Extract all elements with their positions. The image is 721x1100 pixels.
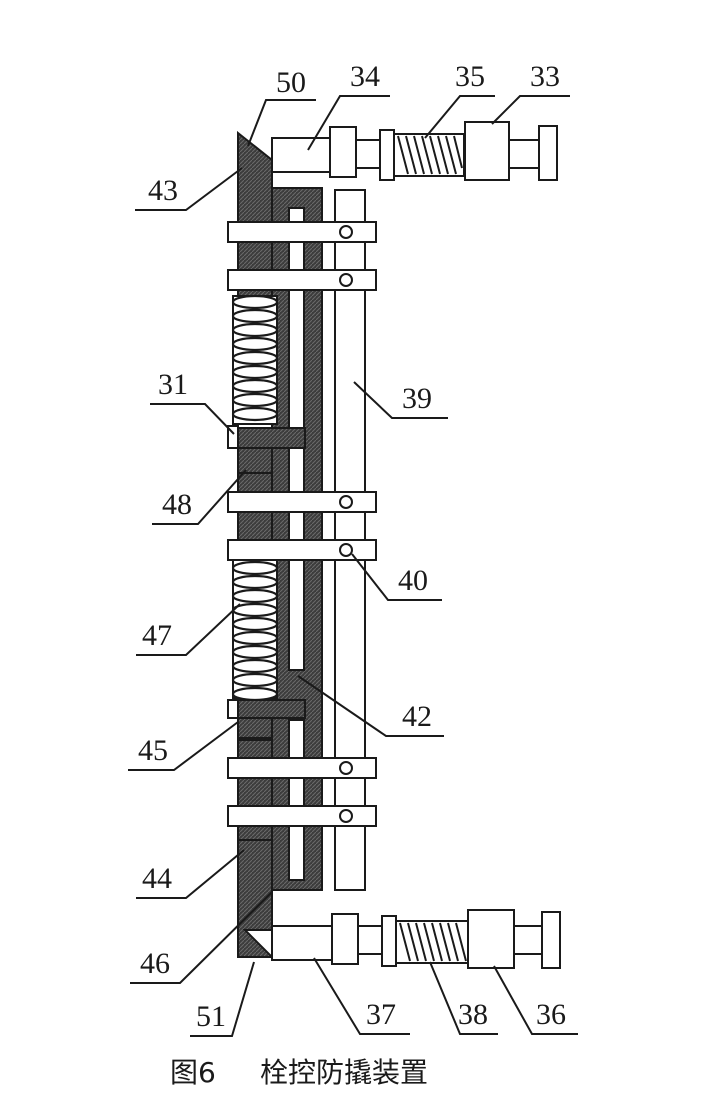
spring-47-upper-coil: [231, 294, 279, 425]
label-47: 47: [142, 619, 172, 652]
block-45: [227, 699, 306, 739]
label-36: 36: [536, 998, 566, 1031]
label-50: 50: [276, 66, 306, 99]
bracket-3: [227, 491, 377, 513]
bracket-5: [227, 757, 377, 779]
upper-spring-35: [393, 133, 465, 177]
label-35: 35: [455, 60, 485, 93]
lower-block-36: [467, 909, 561, 969]
label-48: 48: [162, 488, 192, 521]
leader-lines: [128, 95, 578, 1037]
spring-block-31: [227, 425, 306, 474]
upper-bolt-34: [271, 126, 395, 181]
label-39: 39: [402, 382, 432, 415]
bracket-4-screw-40: [227, 539, 377, 561]
label-33: 33: [530, 60, 560, 93]
lower-spring-38: [395, 920, 469, 964]
label-31: 31: [158, 368, 188, 401]
label-34: 34: [350, 60, 380, 93]
label-38: 38: [458, 998, 488, 1031]
spring-47: [231, 559, 279, 702]
figure-number: 图6: [170, 1056, 216, 1089]
bracket-2: [227, 269, 377, 291]
label-51: 51: [196, 1000, 226, 1033]
lower-bolt-37: [271, 913, 397, 967]
label-43: 43: [148, 174, 178, 207]
label-46: 46: [140, 947, 170, 980]
label-40: 40: [398, 564, 428, 597]
bracket-6: [227, 805, 377, 827]
label-42: 42: [402, 700, 432, 733]
figure-title: 栓控防撬装置: [260, 1056, 428, 1089]
upper-block-33: [464, 121, 558, 181]
label-44: 44: [142, 862, 172, 895]
bracket-1: [227, 221, 377, 243]
label-37: 37: [366, 998, 396, 1031]
label-45: 45: [138, 734, 168, 767]
